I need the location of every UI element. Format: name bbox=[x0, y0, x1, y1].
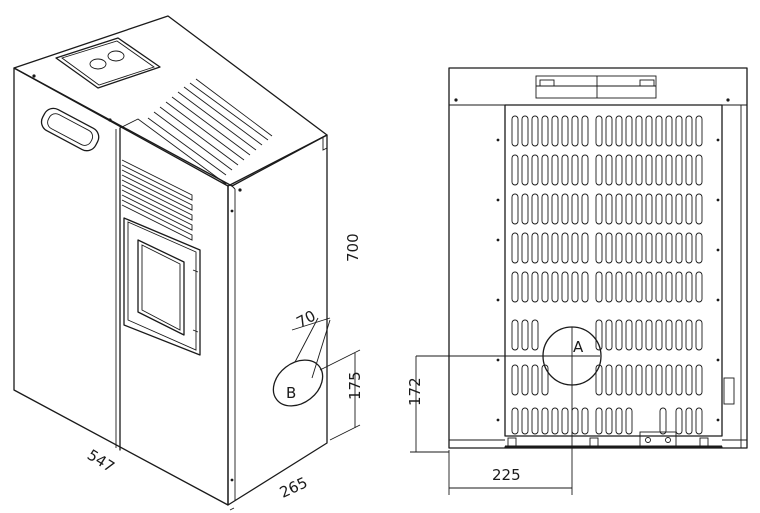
side-tab bbox=[723, 377, 735, 405]
front-louvers bbox=[121, 159, 193, 241]
rear-view: A 172 225 bbox=[406, 67, 748, 495]
outlet-a-label: A bbox=[573, 338, 584, 356]
dim-width: 547 bbox=[84, 446, 118, 476]
control-panel bbox=[55, 37, 161, 89]
control-knob-right-icon bbox=[107, 50, 125, 62]
isometric-view: B 70 175 700 547 265 bbox=[13, 15, 364, 511]
slot-row bbox=[511, 115, 703, 147]
slot-row bbox=[511, 319, 703, 351]
slot-row bbox=[511, 154, 703, 186]
dim-height: 700 bbox=[344, 233, 362, 262]
slot-row bbox=[511, 232, 703, 264]
outlet-b bbox=[272, 359, 324, 407]
slot-row bbox=[511, 193, 703, 225]
dim-outlet-b-height: 175 bbox=[346, 371, 364, 400]
dim-outlet-diameter: 70 bbox=[293, 307, 318, 332]
dim-outlet-a-height: 172 bbox=[406, 377, 424, 406]
side-handle bbox=[40, 107, 100, 152]
top-vent-grille bbox=[147, 78, 273, 176]
dim-depth: 265 bbox=[277, 473, 311, 501]
control-knob-left-icon bbox=[89, 58, 107, 70]
outlet-b-label: B bbox=[286, 384, 296, 402]
bottom-bracket bbox=[504, 431, 723, 448]
fire-door bbox=[123, 217, 201, 356]
front-face bbox=[227, 134, 328, 506]
slot-row bbox=[511, 407, 703, 435]
rear-outer-frame bbox=[448, 67, 748, 449]
slot-row bbox=[511, 271, 703, 303]
door-glass bbox=[137, 239, 185, 336]
top-face bbox=[13, 15, 328, 187]
top-bracket bbox=[535, 75, 657, 99]
slot-row bbox=[511, 364, 703, 396]
dim-outlet-a-offset: 225 bbox=[492, 466, 521, 484]
vent-slots bbox=[511, 115, 703, 435]
